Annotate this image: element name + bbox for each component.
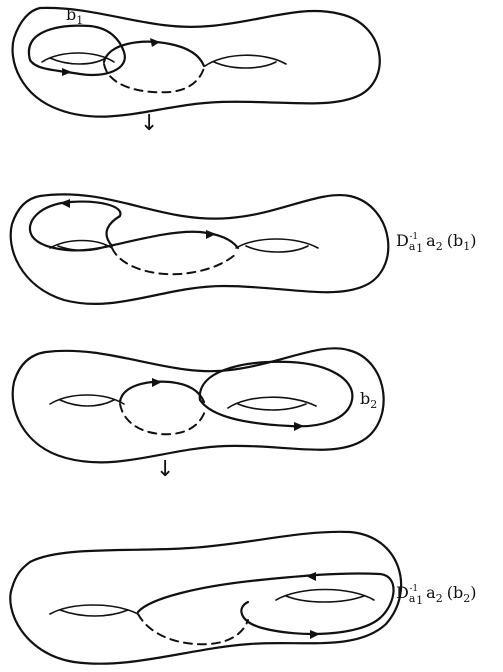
surface-panel-3: b2 bbox=[13, 348, 384, 462]
dashed-back-curve-4 bbox=[138, 614, 248, 644]
hole-right-4 bbox=[276, 590, 374, 603]
arrowhead-1a bbox=[62, 68, 72, 76]
hole-left-3 bbox=[50, 395, 124, 406]
label-b1: b1 bbox=[66, 5, 83, 27]
surface-outline-1 bbox=[13, 8, 380, 117]
curve-b2 bbox=[200, 362, 353, 427]
arrowhead-2b bbox=[206, 230, 216, 239]
arrowhead-4b bbox=[310, 630, 320, 639]
arrowhead-2a bbox=[60, 199, 70, 208]
hole-right-1 bbox=[205, 55, 286, 68]
surface-outline-3 bbox=[13, 348, 384, 462]
dashed-back-curve-2 bbox=[112, 248, 238, 274]
curve-through-handle-3 bbox=[120, 382, 204, 402]
dashed-back-curve-3 bbox=[120, 404, 206, 434]
label-b2: b2 bbox=[360, 389, 377, 411]
map-arrow-1: ↓ bbox=[140, 111, 158, 136]
arrowhead-1b bbox=[150, 38, 160, 47]
hole-right-3 bbox=[228, 397, 316, 410]
curve-twisted-b2 bbox=[138, 573, 394, 634]
arrowhead-3b bbox=[294, 422, 304, 431]
map-arrow-2: ↓ bbox=[156, 457, 174, 482]
arrowhead-4a bbox=[306, 572, 316, 581]
arrowhead-3a bbox=[152, 378, 162, 387]
hole-left-4 bbox=[50, 605, 138, 616]
hole-right-2 bbox=[236, 239, 318, 252]
surface-panel-1: b1 bbox=[13, 5, 380, 117]
